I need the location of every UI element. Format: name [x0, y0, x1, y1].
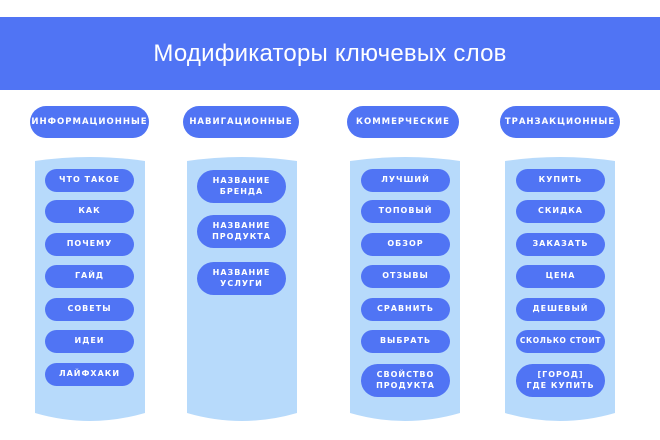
item-obzor: ОБЗОР	[361, 233, 450, 256]
column-panel-informational	[35, 157, 145, 421]
item-luchshii: ЛУЧШИЙ	[361, 169, 450, 192]
item-gaid: ГАЙД	[45, 265, 134, 288]
item-sovety: СОВЕТЫ	[45, 298, 134, 321]
item-zakazat: ЗАКАЗАТЬ	[516, 233, 605, 256]
item-nazvanie-brenda: НАЗВАНИЕ БРЕНДА	[197, 170, 286, 203]
item-idei: ИДЕИ	[45, 330, 134, 353]
item-deshevyi: ДЕШЕВЫЙ	[516, 298, 605, 321]
item-chto-takoe: ЧТО ТАКОЕ	[45, 169, 134, 192]
column-panel-transactional	[505, 157, 615, 421]
item-otzyvy: ОТЗЫВЫ	[361, 265, 450, 288]
item-vybrat: ВЫБРАТЬ	[361, 330, 450, 353]
item-laifhaki: ЛАЙФХАКИ	[45, 363, 134, 386]
item-sravnit: СРАВНИТЬ	[361, 298, 450, 321]
item-topovyi: ТОПОВЫЙ	[361, 200, 450, 223]
column-header-transactional: ТРАНЗАКЦИОННЫЕ	[500, 106, 620, 138]
column-header-informational: ИНФОРМАЦИОННЫЕ	[30, 106, 149, 138]
title-banner: Модификаторы ключевых слов	[0, 17, 660, 90]
item-skolko-stoit: СКОЛЬКО СТОИТ	[516, 330, 605, 353]
column-header-commercial: КОММЕРЧЕСКИЕ	[347, 106, 459, 138]
item-gorod-gde-kupit: [ГОРОД] ГДЕ КУПИТЬ	[516, 364, 605, 397]
column-header-navigational: НАВИГАЦИОННЫЕ	[183, 106, 299, 138]
item-svoistvo-produkta: СВОЙСТВО ПРОДУКТА	[361, 364, 450, 397]
column-panel-commercial	[350, 157, 460, 421]
item-nazvanie-produkta: НАЗВАНИЕ ПРОДУКТА	[197, 215, 286, 248]
item-skidka: СКИДКА	[516, 200, 605, 223]
item-tsena: ЦЕНА	[516, 265, 605, 288]
item-pochemu: ПОЧЕМУ	[45, 233, 134, 256]
item-kak: КАК	[45, 200, 134, 223]
item-nazvanie-uslugi: НАЗВАНИЕ УСЛУГИ	[197, 262, 286, 295]
item-kupit: КУПИТЬ	[516, 169, 605, 192]
page-title: Модификаторы ключевых слов	[153, 39, 507, 67]
